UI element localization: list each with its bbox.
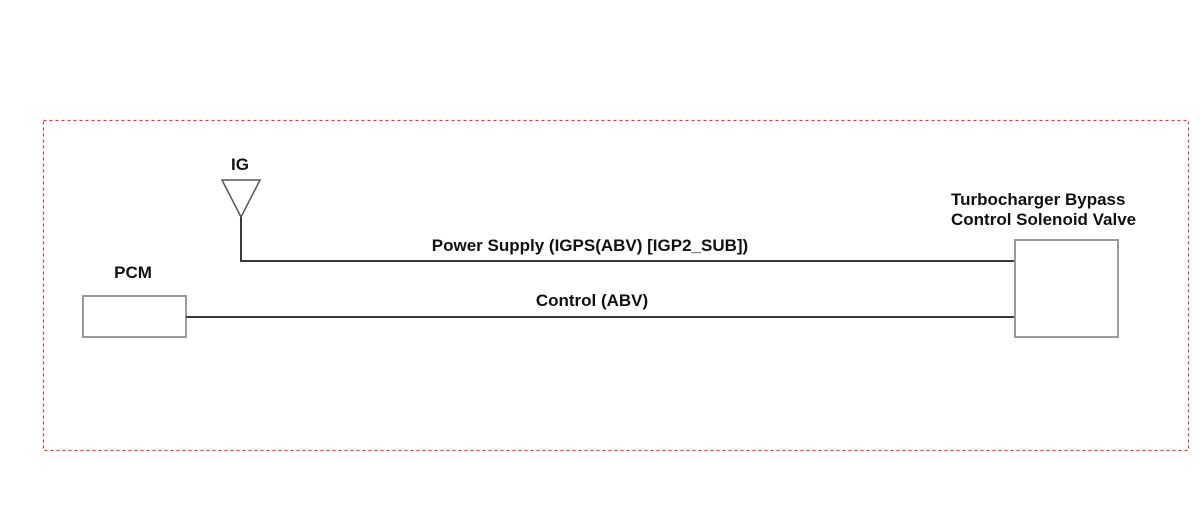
diagram-boundary	[42, 119, 1190, 452]
ig-source-icon	[220, 179, 262, 219]
power-supply-wire	[240, 217, 1015, 262]
ig-label: IG	[231, 155, 249, 174]
control-label: Control (ABV)	[536, 291, 648, 310]
valve-label-line2: Control Solenoid Valve	[951, 210, 1136, 229]
pcm-label: PCM	[114, 263, 152, 282]
pcm-box	[82, 295, 187, 338]
valve-box	[1014, 239, 1119, 338]
power-supply-label: Power Supply (IGPS(ABV) [IGP2_SUB])	[432, 236, 748, 255]
valve-label-line1: Turbocharger Bypass	[951, 190, 1125, 209]
